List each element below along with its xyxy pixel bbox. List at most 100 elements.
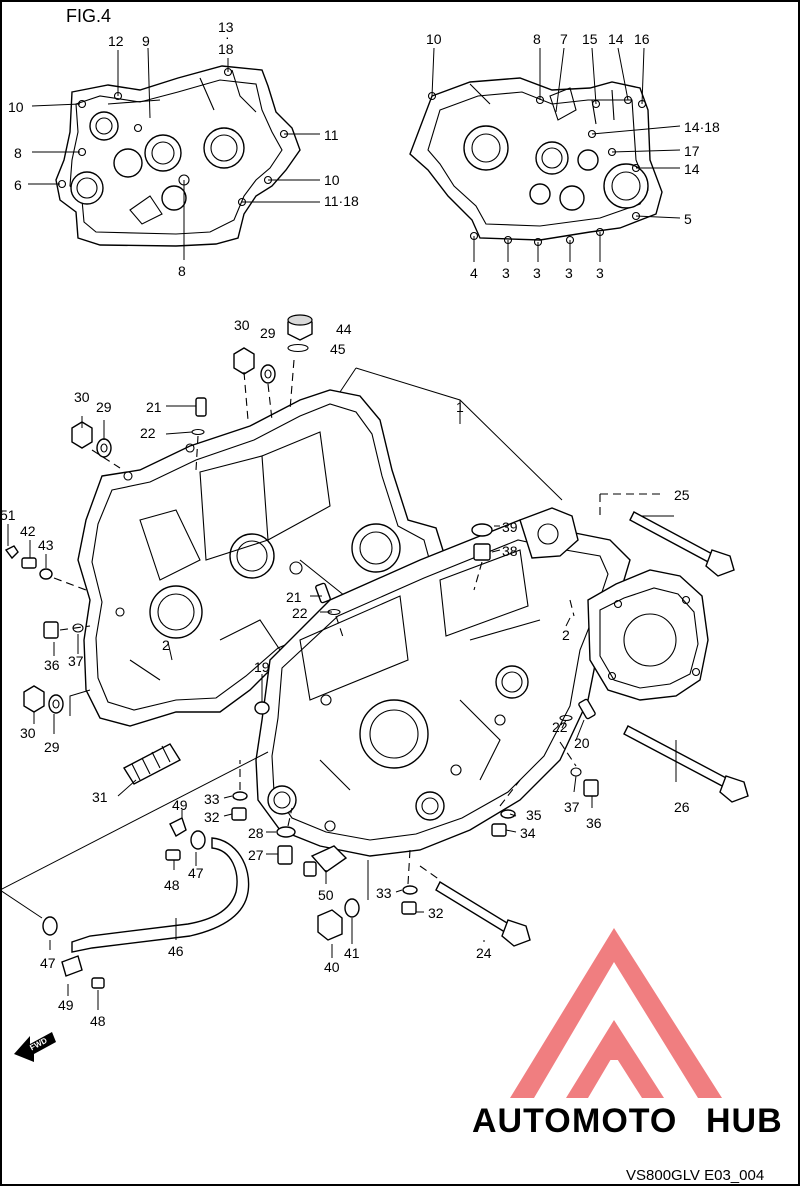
callout: 30 xyxy=(234,317,250,333)
callout: 8 xyxy=(533,31,541,47)
callout: 37 xyxy=(68,653,84,669)
callout: 49 xyxy=(58,997,74,1013)
breather-hose-46 xyxy=(71,837,250,953)
nut-washer-lower-left xyxy=(23,685,64,714)
callout: 48 xyxy=(164,877,180,893)
callout: 34 xyxy=(520,825,536,841)
callout: 8 xyxy=(178,263,186,279)
callout: 26 xyxy=(674,799,690,815)
callout: 32 xyxy=(428,905,444,921)
dowel-19 xyxy=(254,701,270,715)
callout: 47 xyxy=(188,865,204,881)
plug-32-33-right xyxy=(401,885,418,915)
callout: 14 xyxy=(608,31,624,47)
callout: 38 xyxy=(502,543,518,559)
callout: 10 xyxy=(426,31,442,47)
drain-plug-40-41 xyxy=(317,898,360,941)
callout: 3 xyxy=(502,265,510,281)
callout: 4 xyxy=(470,265,478,281)
right-crankcase-inset xyxy=(409,77,663,247)
callout: 29 xyxy=(260,325,276,341)
callout: 5 xyxy=(684,211,692,227)
callout: 22 xyxy=(140,425,156,441)
callout: 47 xyxy=(40,955,56,971)
callout: 24 xyxy=(476,945,492,961)
clamp-49-48-47-lower xyxy=(42,916,105,989)
figure-code: VS800GLV E03_004 xyxy=(626,1167,764,1184)
callout: 32 xyxy=(204,809,220,825)
callout: 43 xyxy=(38,537,54,553)
callout: 27 xyxy=(248,847,264,863)
callout: 20 xyxy=(574,735,590,751)
callout: 22 xyxy=(292,605,308,621)
callout: 11·18 xyxy=(324,193,359,209)
callout: 13 xyxy=(218,19,234,35)
callout: 37 xyxy=(564,799,580,815)
callout: 40 xyxy=(324,959,340,975)
callout: 22 xyxy=(552,719,568,735)
callout: 12 xyxy=(108,33,124,49)
callout: 31 xyxy=(92,789,108,805)
callout: 21 xyxy=(286,589,302,605)
callout: 10 xyxy=(324,172,340,188)
callout: 2 xyxy=(162,637,170,653)
callout: 8 xyxy=(14,145,22,161)
stud-bolt-24 xyxy=(435,881,531,947)
callout: 11 xyxy=(324,127,339,143)
callout: 3 xyxy=(565,265,573,281)
automotohub-watermark: AUTO MOTO HUB xyxy=(472,928,782,1140)
rubber-boot-31 xyxy=(123,743,181,785)
callout: 3 xyxy=(596,265,604,281)
callout: 42 xyxy=(20,523,36,539)
figure-labels: FIG.4 VS800GLV E03_004 xyxy=(66,6,764,1184)
callout: 21 xyxy=(146,399,162,415)
callout: 45 xyxy=(330,341,346,357)
callout: 3 xyxy=(533,265,541,281)
watermark-moto: MOTO xyxy=(572,1102,677,1140)
nut-washer-left xyxy=(71,421,112,458)
watermark-auto: AUTO xyxy=(472,1102,572,1140)
callout: 14·18 xyxy=(684,119,720,135)
callout: 15 xyxy=(582,31,598,47)
callout: 30 xyxy=(74,389,90,405)
callout: 36 xyxy=(44,657,60,673)
callout: 44 xyxy=(336,321,352,337)
callout-numbers: 12 9 13 · 18 10 8 6 11 10 11·18 8 10 8 7… xyxy=(0,19,720,1029)
callout: 18 xyxy=(218,41,234,57)
callout: 25 xyxy=(674,487,690,503)
callout: 6 xyxy=(14,177,22,193)
callout: 1 xyxy=(456,399,464,415)
stud-bolt-25 xyxy=(629,511,735,577)
callout: · xyxy=(225,29,230,45)
callout: 50 xyxy=(318,887,334,903)
callout: 7 xyxy=(560,31,568,47)
stud-bolt-26 xyxy=(623,725,749,803)
fwd-arrow-icon: FWD xyxy=(14,1032,56,1062)
bolts-42-43-51 xyxy=(4,545,53,580)
callout: 41 xyxy=(344,945,360,961)
left-crankcase-inset xyxy=(55,65,301,247)
right-inset-leaders xyxy=(431,47,681,262)
callout: 51 xyxy=(0,507,16,523)
plug-38-39 xyxy=(471,523,493,561)
callout: 14 xyxy=(684,161,700,177)
plug-27-28 xyxy=(276,826,296,865)
callout: 35 xyxy=(526,807,542,823)
oil-jet-21-mid xyxy=(315,582,341,616)
callout: 49 xyxy=(172,797,188,813)
callout: 48 xyxy=(90,1013,106,1029)
callout: 9 xyxy=(142,33,150,49)
callout: 16 xyxy=(634,31,650,47)
nut-washer-top xyxy=(233,347,276,384)
callout: 39 xyxy=(502,519,518,535)
callout: 10 xyxy=(8,99,24,115)
oil-jet-21-top xyxy=(191,397,207,436)
callout: 29 xyxy=(96,399,112,415)
callout: 29 xyxy=(44,739,60,755)
callout: 33 xyxy=(204,791,220,807)
callout: 28 xyxy=(248,825,264,841)
main-leaders xyxy=(0,359,677,1010)
callout: 36 xyxy=(586,815,602,831)
crankcase-assembly xyxy=(77,389,709,857)
figure-title: FIG.4 xyxy=(66,6,111,26)
